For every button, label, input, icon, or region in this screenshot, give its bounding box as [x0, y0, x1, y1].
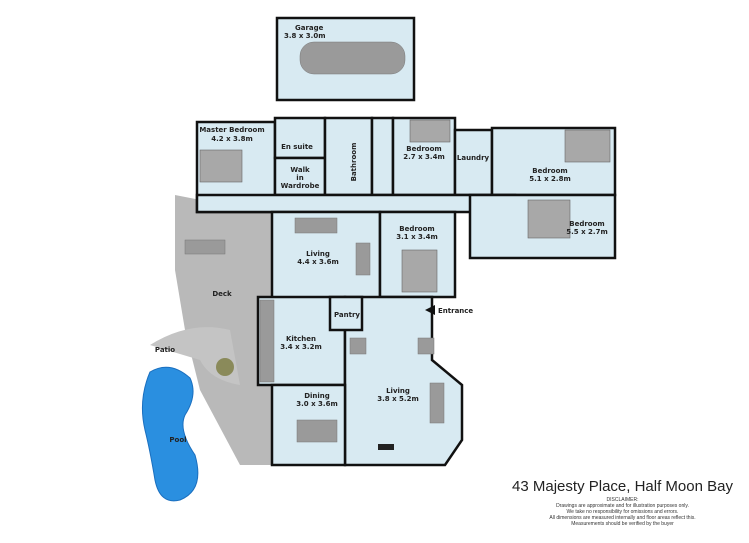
disclaimer-line: Drawings are approximate and for illustr…	[556, 503, 689, 509]
sofa	[294, 217, 338, 234]
label: 3.4 x 3.2m	[280, 343, 321, 351]
label: Living	[306, 250, 330, 258]
label: 3.8 x 5.2m	[377, 395, 418, 403]
label: Pantry	[334, 311, 360, 319]
label: Walk	[290, 166, 310, 174]
label: 3.0 x 3.6m	[296, 400, 337, 408]
corridor	[195, 193, 517, 214]
label: 3.1 x 3.4m	[396, 233, 437, 241]
kitchen-bench	[259, 299, 275, 383]
label: Dining	[304, 392, 330, 400]
label: Wardrobe	[281, 182, 320, 190]
label: Bathroom	[350, 143, 358, 182]
label: Patio	[155, 346, 175, 354]
hall	[370, 116, 395, 197]
label: Laundry	[457, 154, 490, 162]
address-title: 43 Majesty Place, Half Moon Bay	[512, 478, 733, 495]
label: 5.1 x 2.8m	[529, 175, 570, 183]
disclaimer: DISCLAIMER: Drawings are approximate and…	[500, 497, 745, 527]
label: 3.8 x 3.0m	[284, 32, 325, 40]
disclaimer-heading: DISCLAIMER:	[606, 497, 639, 503]
label: 5.5 x 2.7m	[566, 228, 607, 236]
car	[299, 41, 406, 75]
sofa	[355, 242, 371, 276]
bed	[564, 129, 611, 163]
disclaimer-line: All dimensions are measured internally a…	[549, 515, 696, 521]
pool	[141, 366, 199, 502]
label: Entrance	[438, 307, 473, 315]
bed	[199, 149, 243, 183]
label: En suite	[281, 143, 313, 151]
dining-table	[296, 419, 338, 443]
laundry	[453, 128, 494, 197]
sofa	[429, 382, 445, 424]
label: Bedroom	[532, 167, 567, 175]
label: Master Bedroom	[199, 126, 264, 134]
label: in	[296, 174, 303, 182]
armchair	[349, 337, 367, 355]
bed	[409, 119, 451, 143]
label: Bedroom	[569, 220, 604, 228]
label: Pool	[169, 436, 186, 444]
label: Bedroom	[399, 225, 434, 233]
label: Deck	[212, 290, 232, 298]
label: Bedroom	[406, 145, 441, 153]
label: Garage	[295, 24, 324, 32]
en-suite	[273, 116, 327, 160]
label: Living	[386, 387, 410, 395]
label: Kitchen	[286, 335, 316, 343]
label: 4.4 x 3.6m	[297, 258, 338, 266]
label: 4.2 x 3.8m	[211, 135, 252, 143]
bed	[401, 249, 438, 293]
entrance-arrow-icon	[425, 305, 435, 315]
bed	[527, 199, 571, 239]
label: 2.7 x 3.4m	[403, 153, 444, 161]
outdoor-table	[184, 239, 226, 255]
disclaimer-line: We take no responsibility for omissions …	[566, 509, 679, 515]
disclaimer-line: Measurements should be verified by the b…	[571, 521, 674, 527]
bathroom	[323, 116, 374, 197]
fireplace	[378, 444, 394, 450]
pantry	[328, 295, 364, 332]
armchair	[417, 337, 435, 355]
plants	[216, 358, 234, 376]
